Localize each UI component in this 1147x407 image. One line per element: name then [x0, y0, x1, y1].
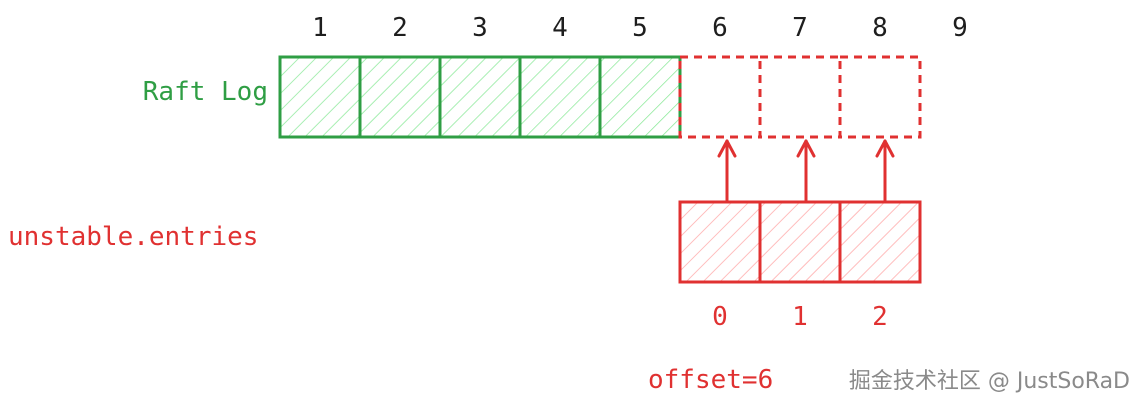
unstable-entries	[678, 200, 922, 284]
unstable-entries-label: unstable.entries	[8, 222, 258, 252]
log-index: 9	[952, 13, 968, 43]
log-index: 7	[792, 13, 808, 43]
unstable-slot	[678, 55, 762, 139]
log-index: 6	[712, 13, 728, 43]
arrow-up-icon	[875, 139, 895, 202]
log-index: 1	[312, 13, 328, 43]
unstable-entry	[678, 200, 762, 284]
unstable-slot	[838, 55, 922, 139]
offset-label: offset=6	[648, 365, 773, 395]
unstable-index: 1	[792, 302, 808, 332]
stable-entry	[438, 55, 522, 139]
unstable-index: 2	[872, 302, 888, 332]
watermark: 掘金技术社区 @ JustSoRaD	[849, 369, 1130, 394]
arrow-up-icon	[717, 139, 737, 202]
mapping-arrows	[717, 139, 895, 202]
stable-entry	[518, 55, 602, 139]
log-index: 5	[632, 13, 648, 43]
unstable-index: 0	[712, 302, 728, 332]
log-index-row: 1 2 3 4 5 6 7 8 9	[312, 13, 968, 43]
log-index: 3	[472, 13, 488, 43]
stable-log-entries	[278, 55, 682, 139]
stable-entry	[358, 55, 442, 139]
raft-log-label: Raft Log	[143, 77, 268, 107]
stable-entry	[598, 55, 682, 139]
unstable-index-row: 0 1 2	[712, 302, 888, 332]
stable-entry	[278, 55, 362, 139]
log-index: 2	[392, 13, 408, 43]
unstable-slot	[758, 55, 842, 139]
log-index: 4	[552, 13, 568, 43]
log-index: 8	[872, 13, 888, 43]
unstable-log-slots	[678, 55, 922, 139]
unstable-entry	[758, 200, 842, 284]
unstable-entry	[838, 200, 922, 284]
arrow-up-icon	[796, 139, 816, 202]
